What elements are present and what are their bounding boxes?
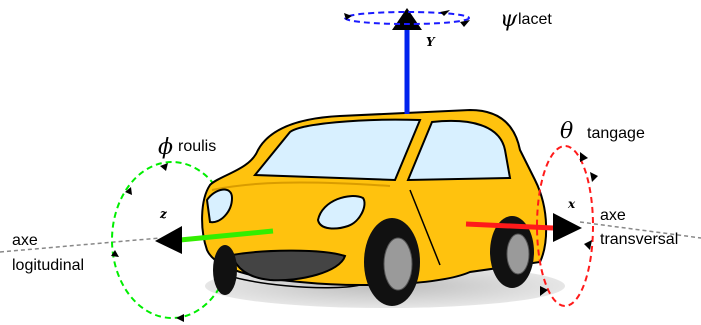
- roll-arrow-head-1: [125, 187, 132, 195]
- windshield: [252, 118, 422, 182]
- roll-arrow-head-5: [160, 163, 168, 171]
- yaw-axis-arrow: [392, 8, 422, 30]
- roll-symbol: ϕ: [158, 135, 173, 160]
- headlight-left: [205, 188, 234, 224]
- yaw-arrow-head-1: [344, 13, 352, 20]
- pitch-arrow-head-2: [584, 240, 592, 250]
- pitch-axis-name-line1: axe: [600, 207, 626, 224]
- rear-wheel-hub: [506, 233, 530, 275]
- yaw-label: lacet: [518, 11, 552, 28]
- pitch-axis-arrow: [553, 213, 582, 242]
- pitch-axis-letter: x: [567, 197, 576, 211]
- pitch-symbol: θ: [560, 119, 573, 144]
- headlight-right: [316, 195, 366, 230]
- yaw-arrow-head-2: [460, 20, 470, 27]
- car: [201, 108, 548, 306]
- pitch-rotation-ring: [536, 145, 594, 307]
- roll-axis-name-line1: axe: [12, 232, 38, 249]
- roll-arrow-head-2: [111, 250, 119, 257]
- roll-axis-arrow: [155, 226, 182, 254]
- roll-axis-letter: z: [159, 207, 168, 221]
- yaw-axis-letter: Y: [426, 35, 436, 49]
- hood-line: [211, 181, 391, 191]
- roll-axis-line: [0, 237, 161, 253]
- front-left-tire: [213, 245, 237, 295]
- yaw-symbol: ψ: [500, 7, 518, 32]
- roll-label: roulis: [178, 138, 216, 155]
- roll-axis-name-line2: logitudinal: [12, 257, 84, 274]
- pitch-axis-bar: [465, 221, 554, 231]
- pitch-arrow-head-1: [580, 152, 588, 162]
- roll-axis-bar: [179, 228, 274, 243]
- side-window: [406, 119, 512, 182]
- front-wheel-hub: [383, 237, 413, 291]
- front-grille: [230, 249, 347, 282]
- roll-arrow-head-3: [176, 314, 184, 322]
- pitch-label: tangage: [587, 125, 645, 142]
- pitch-arrow-head-3: [540, 286, 548, 296]
- door-line: [409, 189, 441, 266]
- pitch-arrow-head-4: [590, 172, 598, 182]
- yaw-rotation-ring: [344, 11, 470, 25]
- pitch-axis-name-line2: transversal: [600, 231, 678, 248]
- yaw-arrow-head-3: [440, 10, 450, 16]
- pitch-axis-line: [579, 221, 701, 239]
